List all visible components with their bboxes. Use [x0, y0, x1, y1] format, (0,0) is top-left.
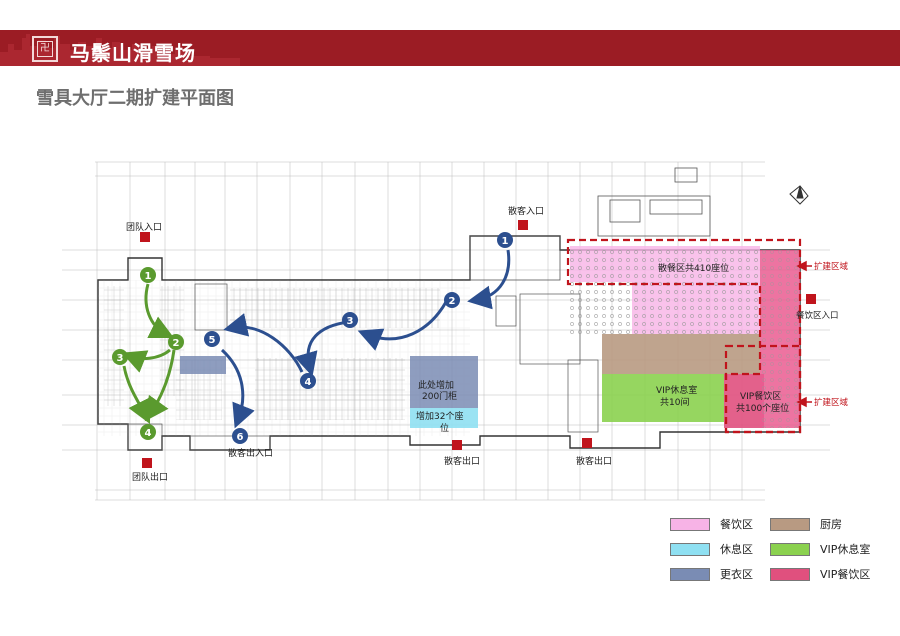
- legend-item-kitchen: 厨房: [770, 516, 842, 532]
- guest-exit-label-1: 散客出入口: [228, 447, 273, 459]
- vip-dining-label-2: 共100个座位: [736, 402, 789, 414]
- svg-text:3: 3: [117, 353, 124, 364]
- legend-label-vip-dining: VIP餐饮区: [820, 568, 871, 581]
- vip-dining-zone: [724, 374, 764, 428]
- green-markers: 1 2 3 4: [112, 267, 184, 440]
- locker-label-1: 此处增加: [418, 379, 454, 391]
- vip-rest-zone: [602, 374, 724, 422]
- expansion-label-2: 扩建区域: [814, 397, 849, 408]
- legend-swatch-changing: [670, 567, 710, 581]
- svg-text:2: 2: [173, 338, 180, 349]
- vip-rest-label-1: VIP休息室: [656, 384, 697, 396]
- locker-label-2: 200门柜: [422, 390, 457, 402]
- legend-label-rest: 休息区: [720, 543, 753, 556]
- expansion-arrows: [796, 260, 812, 408]
- kitchen-zone: [602, 334, 760, 374]
- team-exit-label: 团队出口: [132, 471, 168, 483]
- changing-zone: [410, 356, 478, 408]
- city-skyline-decoration: [0, 34, 240, 66]
- rest-label-2: 位: [440, 422, 449, 434]
- expansion-outlines: [566, 238, 802, 434]
- legend-item-vip-rest: VIP休息室: [770, 541, 870, 557]
- locker-rows: [104, 286, 440, 420]
- legend-swatch-kitchen: [770, 517, 810, 531]
- legend-swatch-vip-dining: [770, 567, 810, 581]
- brand-name: 马鬃山滑雪场: [70, 41, 196, 65]
- legend-swatch-rest: [670, 542, 710, 556]
- vip-dining-label-1: VIP餐饮区: [740, 390, 781, 402]
- changing-zone-small: [180, 356, 226, 374]
- green-route: [121, 283, 176, 425]
- legend-item-dining: 餐饮区: [670, 516, 753, 532]
- dining-seats-label: 散餐区共410座位: [658, 262, 729, 274]
- svg-text:5: 5: [209, 335, 216, 346]
- vip-rest-label-2: 共10间: [660, 396, 689, 408]
- entrance-markers: [140, 220, 816, 468]
- legend-swatch-dining: [670, 517, 710, 531]
- legend-item-vip-dining: VIP餐饮区: [770, 566, 870, 582]
- header-banner: [0, 30, 900, 66]
- svg-text:1: 1: [502, 236, 509, 247]
- legend-item-changing: 更衣区: [670, 566, 753, 582]
- annex-blocks: [469, 167, 711, 281]
- page-title: 雪具大厅二期扩建平面图: [36, 88, 234, 109]
- expansion-label-1: 扩建区域: [814, 261, 849, 272]
- svg-text:3: 3: [347, 316, 354, 327]
- guest-exit-label-3: 散客出口: [576, 455, 612, 467]
- rest-zone: [410, 408, 478, 428]
- blue-route: [220, 249, 511, 429]
- guest-exit-label-2: 散客出口: [444, 455, 480, 467]
- blue-markers: 1 2 3 4 5 6: [204, 232, 513, 444]
- legend-label-changing: 更衣区: [720, 568, 753, 581]
- north-arrow-icon: [789, 185, 809, 205]
- guest-entrance-label: 散客入口: [508, 205, 544, 217]
- legend-swatch-vip-rest: [770, 542, 810, 556]
- rest-label-1: 增加32个座: [416, 410, 463, 422]
- svg-text:6: 6: [237, 432, 244, 443]
- legend-label-dining: 餐饮区: [720, 518, 753, 531]
- svg-text:2: 2: [449, 296, 456, 307]
- ornament-logo-icon: 卍: [32, 36, 58, 62]
- team-entrance-label: 团队入口: [126, 221, 162, 233]
- legend-label-vip-rest: VIP休息室: [820, 543, 871, 556]
- dining-entrance-label: 餐饮区入口: [796, 310, 839, 321]
- legend: 餐饮区 厨房 休息区 VIP休息室 更衣区 VIP餐饮区: [670, 516, 870, 582]
- svg-text:4: 4: [305, 377, 312, 388]
- legend-label-kitchen: 厨房: [820, 518, 842, 531]
- svg-text:1: 1: [145, 271, 152, 282]
- plan-labels: 团队入口 散客入口 团队出口 散客出入口 散客出口 散客出口 餐饮区入口 扩建区…: [126, 205, 849, 483]
- svg-text:4: 4: [145, 428, 152, 439]
- legend-item-rest: 休息区: [670, 541, 753, 557]
